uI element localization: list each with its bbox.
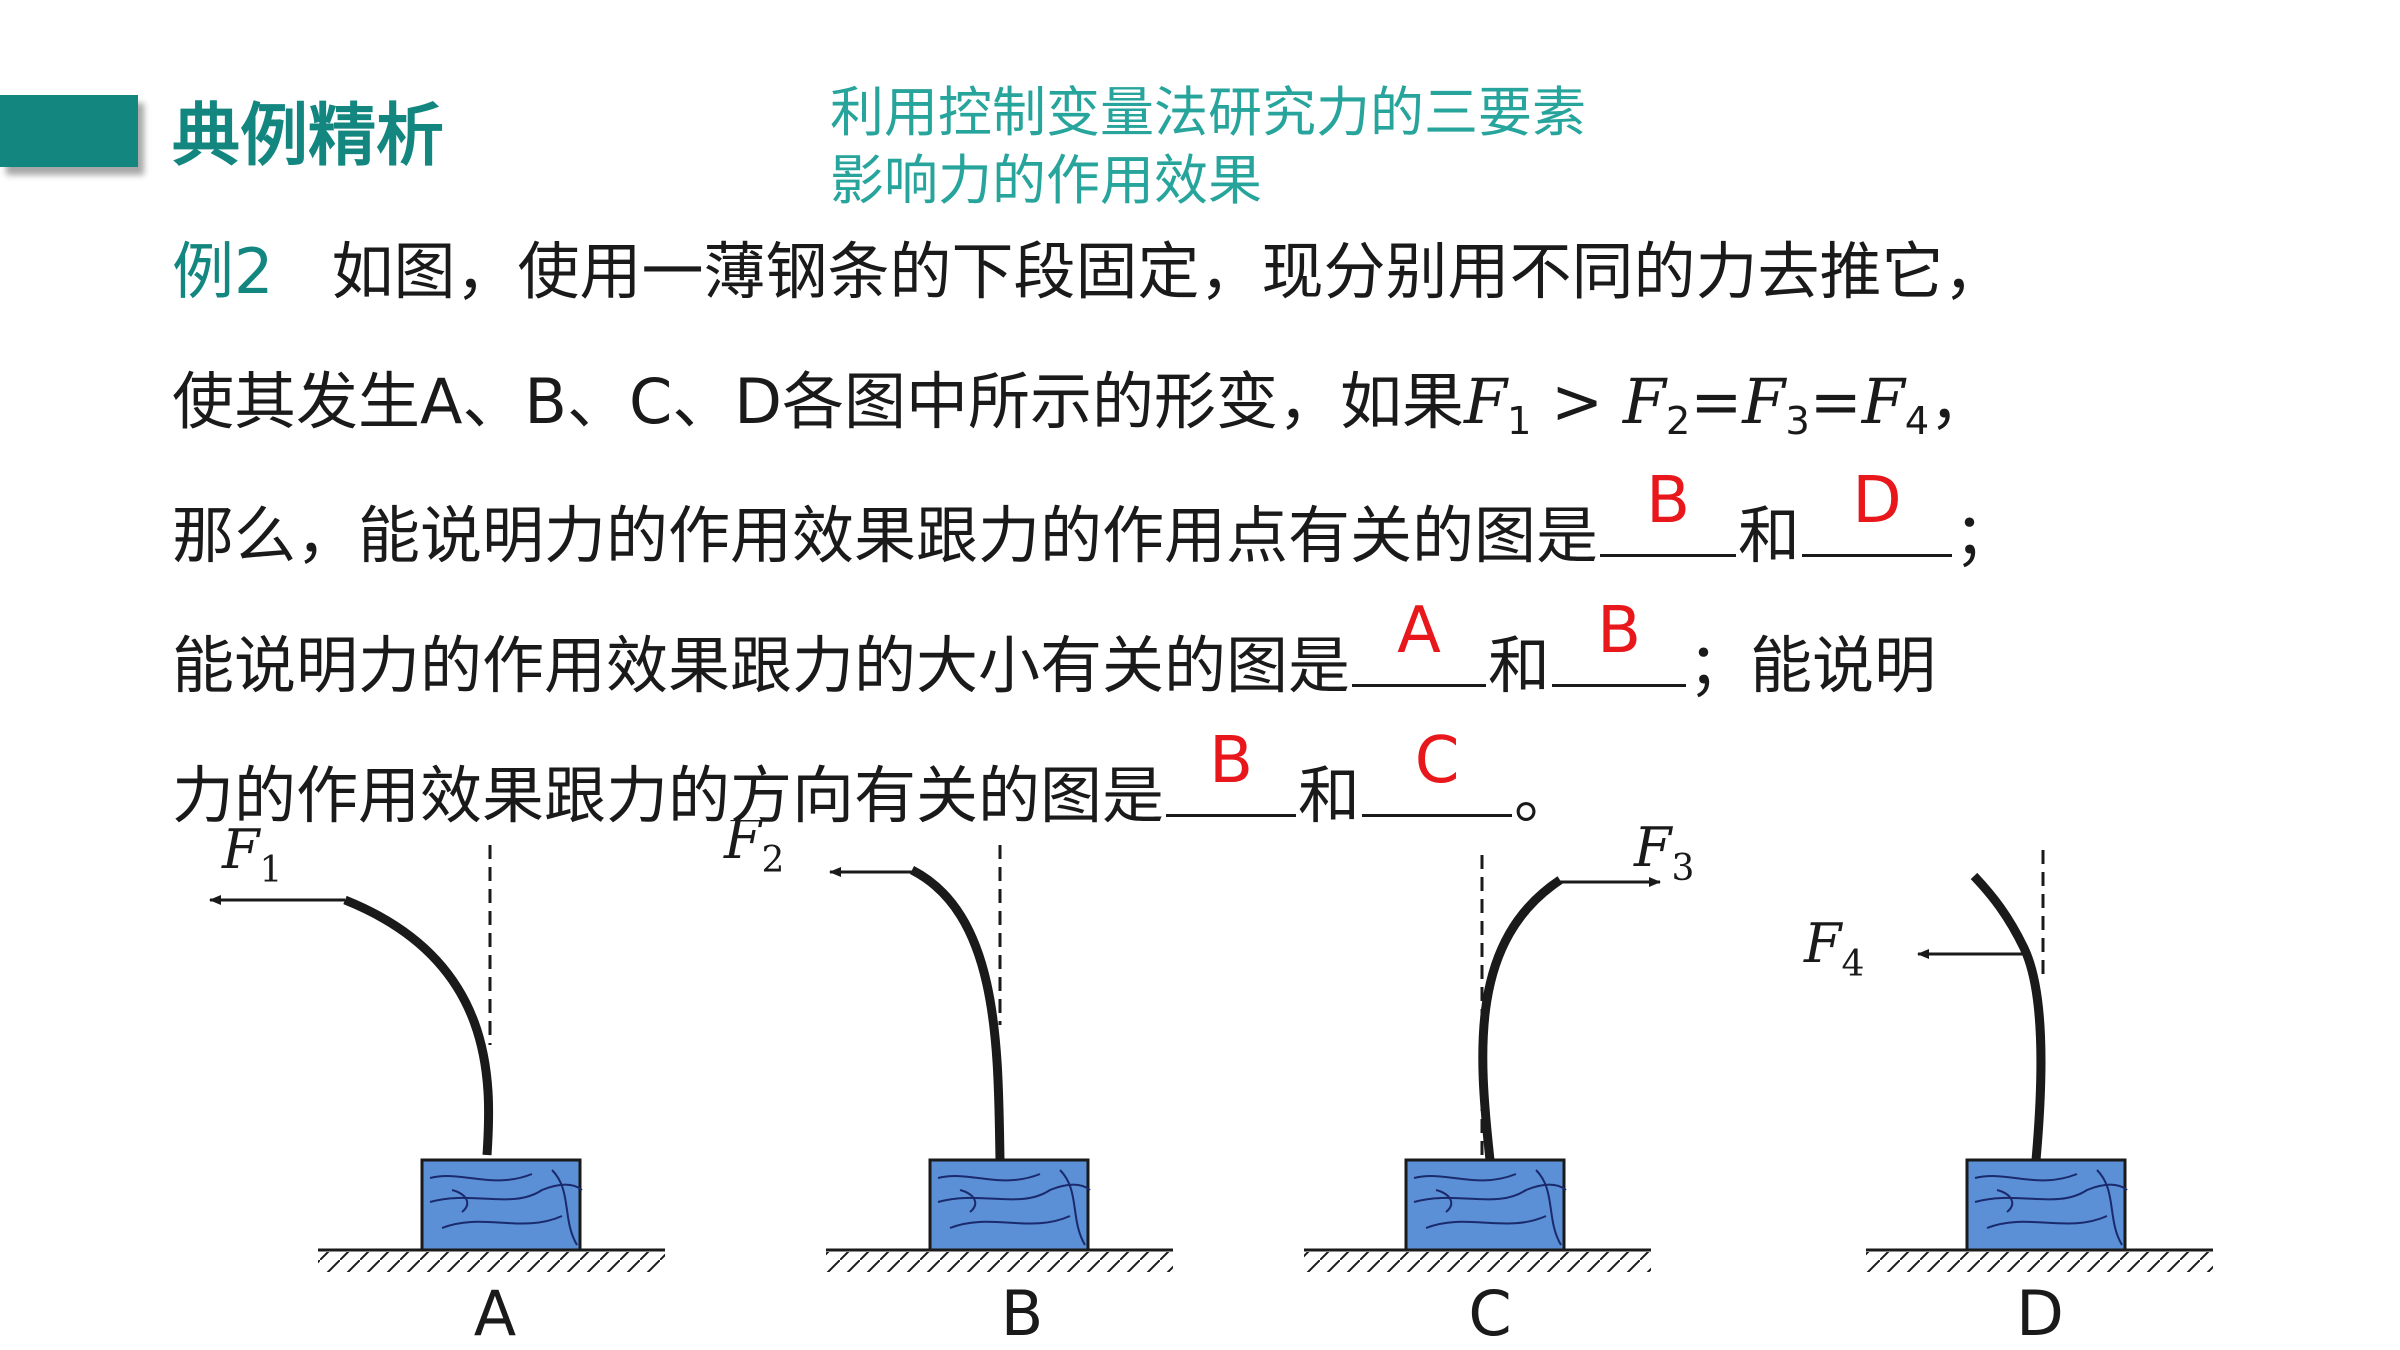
steel-strip-d [1970, 872, 2046, 1161]
eq-sign-2: = [1809, 365, 1862, 438]
deformation-figures: F1 A F2 B F3 C [209, 820, 2213, 1350]
header-accent-bar [0, 95, 138, 167]
ground-hatch-b [826, 1248, 1173, 1272]
answer-blank-point-2: D [1802, 466, 1953, 557]
ground-hatch-d [1866, 1248, 2213, 1272]
answer-magnitude-1: A [1397, 594, 1441, 668]
ground-hatch-a [318, 1248, 665, 1272]
eq-sign-1: = [1690, 365, 1743, 438]
figure-label-c: C [1468, 1277, 1511, 1350]
figure-label-a: A [474, 1277, 516, 1350]
question-text-5: 力的作用效果跟力的方向有关的图是 [172, 759, 1165, 832]
question-text-4-end: ；能说明 [1688, 629, 1937, 702]
figure-a: F1 A [209, 820, 665, 1350]
answer-blank-point-1: B [1600, 466, 1737, 557]
force-label-f3: F3 [1633, 820, 1694, 889]
wood-block-b [928, 1158, 1091, 1252]
period: 。 [1514, 759, 1577, 832]
subtitle-line-2: 影响力的作用效果 [830, 149, 1262, 212]
semicolon: ； [1954, 499, 2017, 572]
gt-sign: > [1531, 365, 1623, 438]
example-label: 例2 [172, 235, 274, 308]
answer-blank-magnitude-2: B [1552, 596, 1687, 687]
force-label-f4: F4 [1803, 912, 1864, 985]
answer-direction-2: C [1414, 724, 1460, 798]
question-line-2: 使其发生A、B、C、D各图中所示的形变，如果F1 > F2=F3=F4， [172, 362, 1991, 442]
steel-strip-b [909, 865, 1005, 1161]
answer-direction-1: B [1209, 724, 1253, 798]
force-label-f1: F1 [221, 820, 282, 891]
wood-block-c [1404, 1158, 1567, 1252]
and-word: 和 [1738, 499, 1801, 572]
section-title: 典例精析 [172, 97, 445, 176]
figure-label-b: B [1001, 1277, 1044, 1350]
answer-point-1: B [1646, 464, 1690, 538]
answer-blank-direction-2: C [1362, 726, 1513, 817]
force-f4: F [1861, 365, 1905, 438]
answer-blank-direction-1: B [1166, 726, 1297, 817]
answer-point-2: D [1852, 464, 1902, 538]
figure-c: F3 C [1304, 820, 1694, 1350]
force-f2: F [1622, 365, 1666, 438]
figure-b: F2 B [723, 820, 1173, 1350]
question-text-1: 如图，使用一薄钢条的下段固定，现分别用不同的力去推它， [331, 235, 2006, 308]
wood-block-a [420, 1158, 583, 1252]
force-f3: F [1742, 365, 1786, 438]
sub-2: 2 [1665, 398, 1691, 444]
figure-label-d: D [2016, 1277, 2064, 1350]
subtitle-line-1: 利用控制变量法研究力的三要素 [830, 81, 1586, 144]
question-text-2: 使其发生A、B、C、D各图中所示的形变，如果 [172, 365, 1464, 438]
ground-hatch-c [1304, 1248, 1651, 1272]
and-word: 和 [1488, 629, 1551, 702]
question-text-3: 那么，能说明力的作用效果跟力的作用点有关的图是 [172, 499, 1599, 572]
wood-block-d [1965, 1158, 2128, 1252]
sub-4: 4 [1904, 398, 1930, 444]
answer-magnitude-2: B [1597, 594, 1641, 668]
question-text-4: 能说明力的作用效果跟力的大小有关的图是 [172, 629, 1351, 702]
sub-3: 3 [1785, 398, 1810, 444]
force-label-f2: F2 [723, 820, 784, 881]
force-f1: F [1463, 365, 1508, 438]
question-line-1: 例2 如图，使用一薄钢条的下段固定，现分别用不同的力去推它， [172, 232, 2005, 312]
steel-strip-a [343, 895, 494, 1156]
sub-1: 1 [1507, 398, 1532, 444]
answer-blank-magnitude-1: A [1352, 596, 1487, 687]
comma: ， [1929, 365, 1992, 438]
and-word: 和 [1298, 759, 1361, 832]
steel-strip-c [1478, 876, 1563, 1161]
figure-d: F4 D [1803, 850, 2213, 1350]
